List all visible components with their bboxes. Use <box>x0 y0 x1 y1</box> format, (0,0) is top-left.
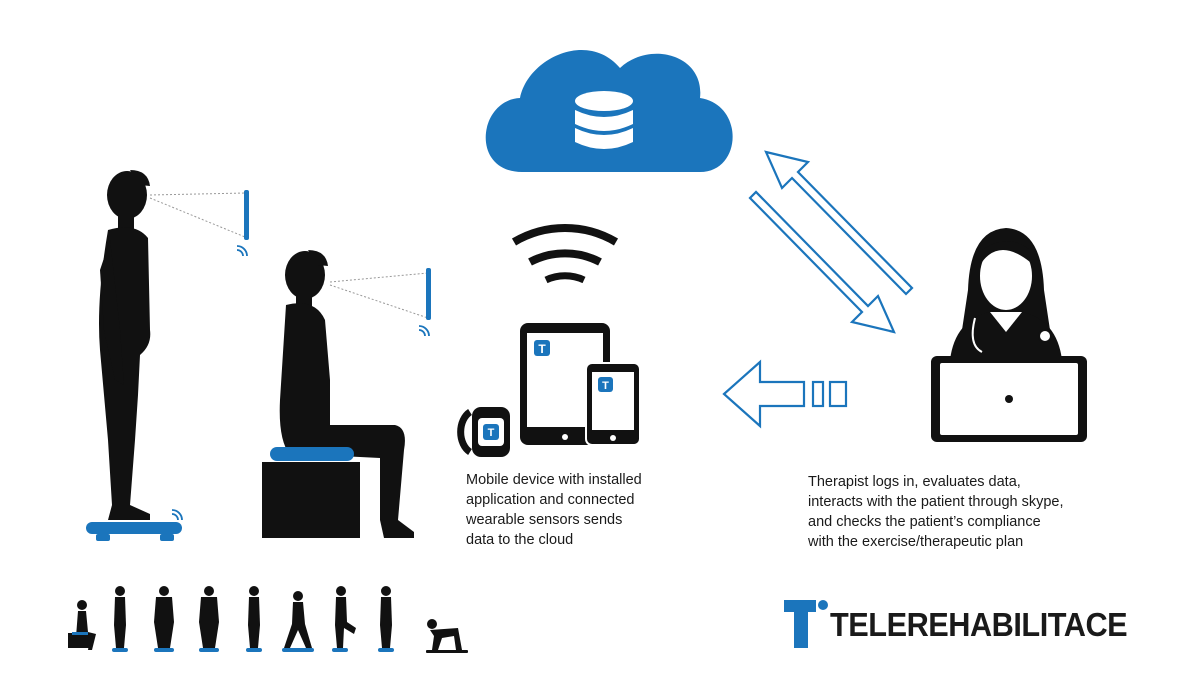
svg-text:T: T <box>602 380 609 392</box>
exercise-pose-figure <box>246 586 262 652</box>
therapist-icon <box>950 228 1062 360</box>
laptop-icon <box>931 356 1087 442</box>
wall-sensor-bar <box>426 268 431 320</box>
cloud-icon <box>485 50 733 172</box>
left-arrow-icon <box>722 359 848 429</box>
caption-line: Therapist logs in, evaluates data, <box>808 474 1021 490</box>
exercise-pose-figure <box>199 586 219 652</box>
svg-text:T: T <box>538 342 546 356</box>
exercise-pose-figure <box>68 600 96 650</box>
exercise-poses-row <box>68 586 468 653</box>
standing-patient-figure <box>99 170 151 521</box>
bidirectional-arrow-icon <box>748 150 914 334</box>
seated-patient-figure <box>279 250 414 538</box>
balance-board <box>86 522 182 541</box>
svg-text:T: T <box>488 427 495 439</box>
database-icon <box>575 91 633 149</box>
wifi-icon <box>511 224 619 284</box>
wall-sensor-bar <box>244 190 249 240</box>
caption-line: with the exercise/therapeutic plan <box>808 534 1024 550</box>
exercise-pose-figure <box>282 591 314 652</box>
brand-logo: TELEREHABILITACE <box>784 598 1144 650</box>
caption-line: application and connected <box>466 492 635 508</box>
seat-sensor-pads <box>270 447 354 461</box>
phone-icon: T <box>585 362 641 446</box>
brand-name: TELEREHABILITACE <box>830 606 1128 643</box>
seat-box <box>262 462 360 538</box>
caption-line: data to the cloud <box>466 532 574 548</box>
caption-line: Mobile device with installed <box>466 472 642 488</box>
brand-mark-icon <box>784 600 828 648</box>
caption-line: wearable sensors sends <box>466 512 623 528</box>
exercise-pose-figure <box>154 586 174 652</box>
exercise-pose-figure <box>332 586 356 652</box>
mobile-device-caption: Mobile device with installed application… <box>466 470 642 550</box>
caption-line: and checks the patient’s compliance <box>808 514 1041 530</box>
therapist-caption: Therapist logs in, evaluates data, inter… <box>808 472 1064 552</box>
caption-line: interacts with the patient through skype… <box>808 494 1064 510</box>
exercise-pose-figure <box>426 619 468 653</box>
exercise-pose-figure <box>112 586 128 652</box>
smartwatch-icon: T <box>457 407 510 457</box>
exercise-pose-figure <box>378 586 394 652</box>
sensor-sight-lines <box>149 192 429 319</box>
